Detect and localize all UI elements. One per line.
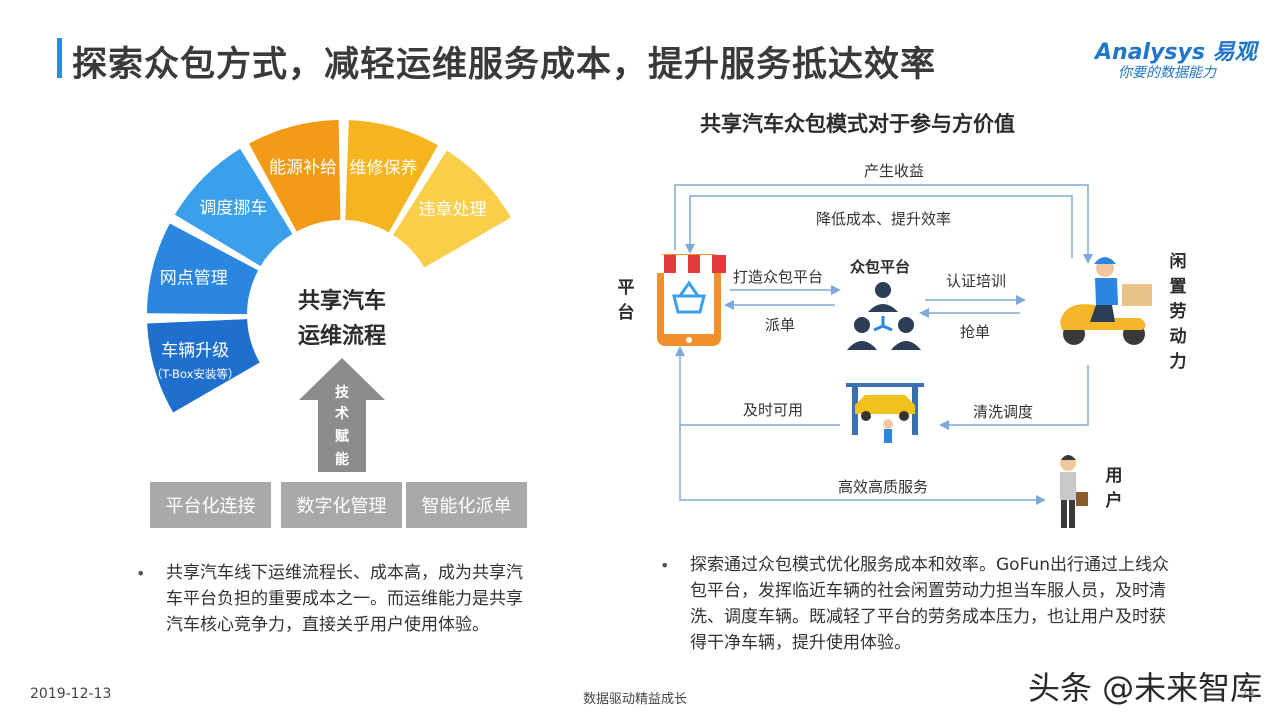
title-accent-bar: [57, 38, 62, 78]
car-lift-icon: [846, 383, 924, 443]
center-label-line1: 共享汽车: [298, 288, 386, 314]
flow-income: 产生收益: [864, 162, 925, 180]
node-idle-labor-char: 闲: [1169, 252, 1187, 272]
platform-phone-icon: [652, 254, 726, 346]
node-idle-labor-char: 力: [1169, 352, 1187, 372]
box-digital-manage: 数字化管理: [281, 482, 402, 528]
bullet-text-right: 探索通过众包模式优化服务成本和效率。GoFun出行通过上线众包平台，发挥临近车辆…: [690, 555, 1169, 653]
footer-slogan: 数据驱动精益成长: [583, 692, 688, 707]
node-user-char: 户: [1105, 491, 1123, 511]
arrow-char-4: 能: [335, 451, 349, 468]
flow-quality-service: 高效高质服务: [838, 478, 929, 496]
flow-reduce-cost: 降低成本、提升效率: [816, 210, 952, 228]
process-segment: [147, 223, 259, 315]
analysys-logo: Analysys 易观: [1095, 40, 1257, 65]
logo-tagline: 你要的数据能力: [1118, 65, 1216, 81]
node-idle-labor-char: 动: [1169, 327, 1187, 347]
node-platform-char: 平: [617, 278, 635, 298]
page-number: 24: [1240, 687, 1256, 701]
process-segment-sublabel: （T-Box安装等）: [151, 367, 240, 381]
flow-certify: 认证培训: [946, 272, 1007, 290]
box-platform-connect: 平台化连接: [150, 482, 271, 528]
process-segment-label: 违章处理: [419, 200, 487, 220]
bullet-symbol-left: •: [136, 564, 146, 583]
process-segment-label: 车辆升级: [161, 341, 229, 361]
tech-enable-arrow: [299, 358, 385, 472]
flow-build-platform: 打造众包平台: [733, 268, 824, 286]
node-user-char: 用: [1105, 466, 1123, 486]
process-segment: [393, 150, 511, 268]
box-smart-dispatch: 智能化派单: [406, 482, 527, 528]
flow-arrowheads: [675, 244, 1093, 505]
process-segment-label: 能源补给: [269, 158, 337, 178]
center-label-line2: 运维流程: [298, 323, 386, 349]
flow-lines: [674, 184, 1089, 501]
process-segment-label: 网点管理: [160, 268, 228, 288]
node-idle-labor: 闲 置 劳 动 力: [1168, 250, 1188, 375]
process-segment: [248, 120, 341, 232]
flow-dispatch: 派单: [765, 316, 796, 334]
flow-grab-order: 抢单: [960, 323, 991, 341]
bullet-text-left: 共享汽车线下运维流程长、成本高，成为共享汽车平台负担的重要成本之一。而运维能力是…: [166, 563, 523, 635]
flow-clean-dispatch: 清洗调度: [973, 403, 1034, 421]
arrow-char-2: 术: [335, 405, 349, 422]
user-person-icon: [1060, 455, 1088, 528]
node-crowd-platform: 众包平台: [850, 258, 911, 276]
node-platform: 平 台: [616, 276, 636, 326]
process-segment: [174, 148, 293, 267]
toutiao-watermark: 头条 @未来智库: [1028, 669, 1263, 707]
arrow-char-3: 赋: [335, 428, 349, 445]
process-segment: [147, 319, 260, 413]
crowd-people-icon: [847, 282, 921, 350]
node-platform-char: 台: [617, 303, 635, 323]
value-diagram-title: 共享汽车众包模式对于参与方价值: [700, 112, 1015, 136]
process-segment: [345, 120, 439, 233]
node-idle-labor-char: 置: [1169, 277, 1187, 297]
bullet-symbol-right: •: [660, 556, 670, 575]
node-user: 用 户: [1104, 464, 1124, 514]
node-idle-labor-char: 劳: [1169, 302, 1187, 322]
process-segment-label: 调度挪车: [199, 198, 267, 218]
flow-available: 及时可用: [743, 401, 804, 419]
page-title: 探索众包方式，减轻运维服务成本，提升服务抵达效率: [72, 45, 937, 85]
arrow-char-1: 技: [335, 384, 350, 401]
process-segment-label: 维修保养: [350, 159, 418, 179]
courier-scooter-icon: [1060, 257, 1152, 345]
footer-date: 2019-12-13: [30, 686, 112, 702]
